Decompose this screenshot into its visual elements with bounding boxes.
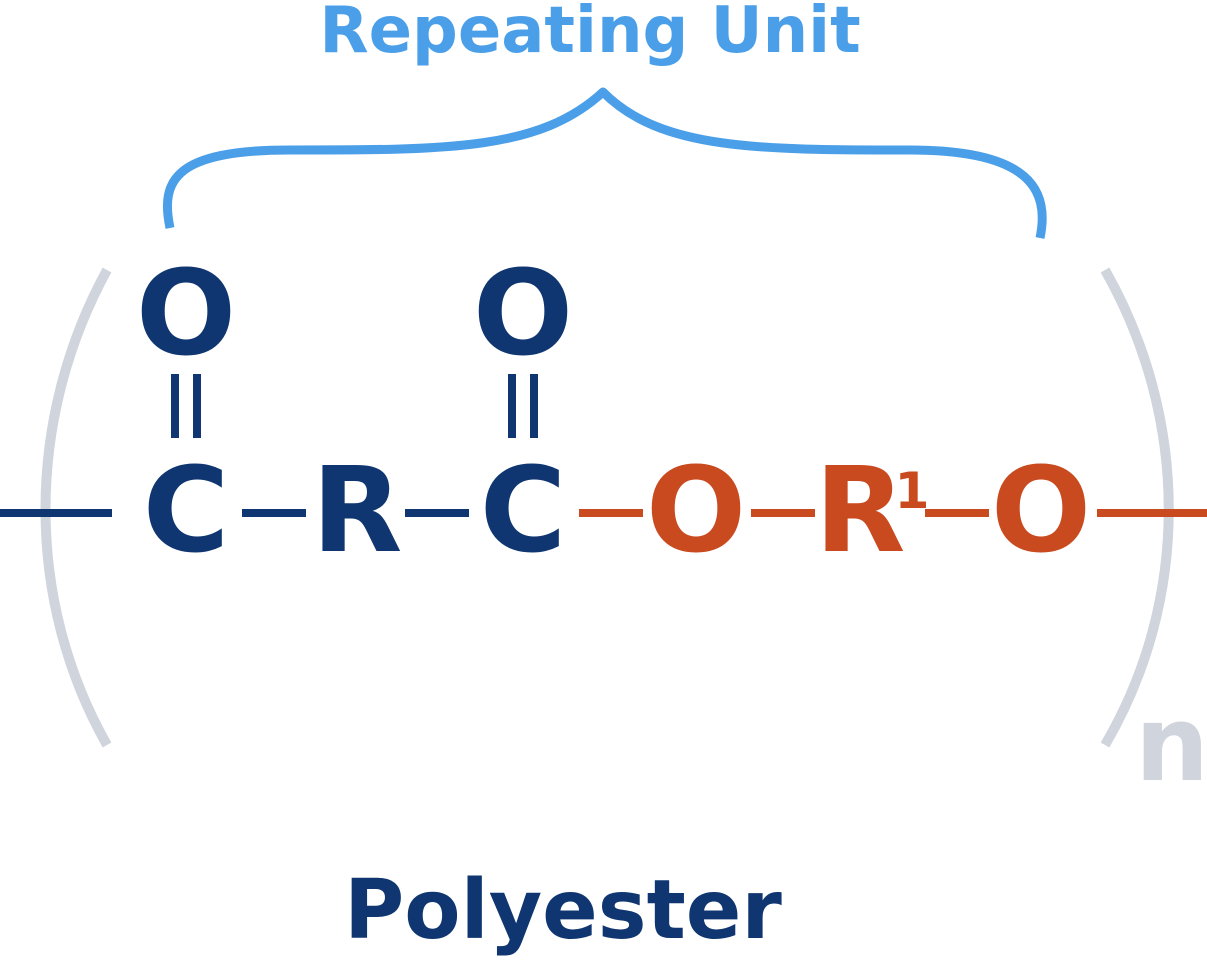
repeating-unit-brace [163, 87, 1047, 239]
carbon-2: C [480, 441, 567, 579]
double-bond-1 [171, 374, 201, 438]
carbonyl-oxygen-1: O [136, 244, 236, 382]
double-bond-2 [508, 374, 538, 438]
carbonyl-oxygen-2: O [473, 244, 573, 382]
right-parenthesis [1100, 267, 1174, 748]
left-parenthesis [40, 267, 112, 748]
r1-superscript: 1 [895, 462, 930, 520]
repeating-unit-label: Repeating Unit [319, 0, 860, 68]
r-group: R [312, 441, 403, 579]
ester-oxygen-2: O [991, 441, 1091, 579]
carbon-1: C [143, 441, 230, 579]
polymer-name-label: Polyester [344, 863, 782, 958]
r1-group: R [815, 441, 906, 579]
ester-oxygen-1: O [646, 441, 746, 579]
repeat-count-n: n [1135, 683, 1207, 805]
